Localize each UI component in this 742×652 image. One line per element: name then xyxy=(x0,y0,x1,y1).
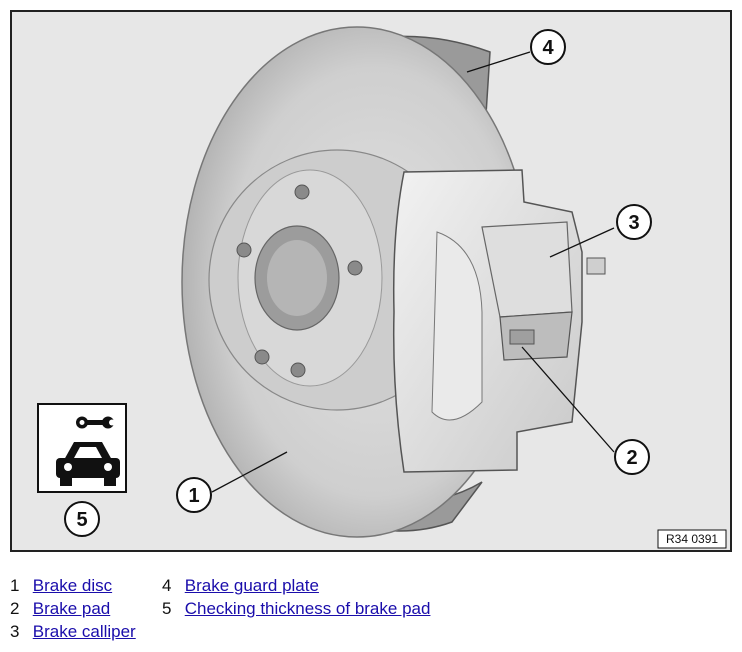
parts-legend: 1 Brake disc 2 Brake pad 3 Brake callipe… xyxy=(10,572,732,648)
brake-assembly-figure: 1 2 3 4 xyxy=(10,10,732,552)
callout-2: 2 xyxy=(614,439,650,475)
svg-text:4: 4 xyxy=(542,37,554,59)
svg-text:3: 3 xyxy=(628,212,639,234)
legend-number: 1 xyxy=(10,576,20,595)
callout-leaders xyxy=(211,51,615,493)
checking-brake-pad-thickness-link[interactable]: Checking thickness of brake pad xyxy=(184,599,431,618)
callout-1: 1 xyxy=(176,477,212,513)
car-icon xyxy=(56,442,120,486)
svg-text:R34 0391: R34 0391 xyxy=(666,532,718,546)
svg-text:1: 1 xyxy=(188,485,199,507)
legend-item-2: 2 Brake pad xyxy=(10,598,110,620)
legend-item-4: 4 Brake guard plate xyxy=(162,575,319,597)
brake-pad xyxy=(499,311,573,361)
callout-4: 4 xyxy=(530,29,566,65)
brake-pad-link[interactable]: Brake pad xyxy=(32,599,111,618)
reference-code-label: R34 0391 xyxy=(657,529,727,549)
brake-disc-link[interactable]: Brake disc xyxy=(32,576,113,595)
maintenance-icon-box xyxy=(37,403,127,493)
callout-3: 3 xyxy=(616,204,652,240)
legend-item-3: 3 Brake calliper xyxy=(10,621,136,643)
legend-item-5: 5 Checking thickness of brake pad xyxy=(162,598,430,620)
legend-number: 5 xyxy=(162,599,172,618)
brake-guard-plate-link[interactable]: Brake guard plate xyxy=(184,576,319,595)
brake-calliper xyxy=(392,169,606,473)
legend-item-1: 1 Brake disc xyxy=(10,575,112,597)
brake-calliper-link[interactable]: Brake calliper xyxy=(32,622,136,641)
svg-text:2: 2 xyxy=(626,447,637,469)
wrench-icon xyxy=(76,416,115,429)
brake-assembly-illustration: 1 2 3 4 xyxy=(37,26,727,549)
legend-number: 2 xyxy=(10,599,20,618)
svg-text:5: 5 xyxy=(76,509,87,531)
callout-5: 5 xyxy=(64,501,100,537)
legend-number: 4 xyxy=(162,576,172,595)
legend-number: 3 xyxy=(10,622,20,641)
